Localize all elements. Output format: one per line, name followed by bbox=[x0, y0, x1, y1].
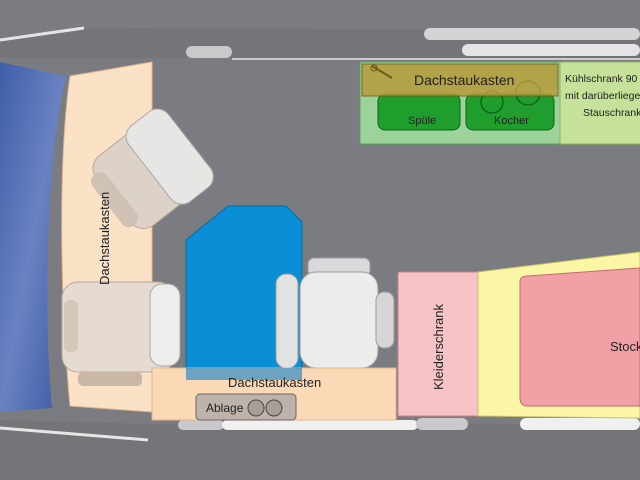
door-rail bbox=[222, 420, 418, 430]
cup-holder bbox=[265, 399, 283, 417]
door-rail bbox=[520, 418, 640, 430]
faucet-icon bbox=[370, 64, 378, 72]
van-roof-bottom bbox=[0, 420, 640, 480]
roof-box-front-label: Dachstaukasten bbox=[97, 192, 112, 285]
wardrobe bbox=[397, 271, 479, 417]
storage-shelf-label: Ablage bbox=[206, 401, 244, 415]
sink-label: Spüle bbox=[408, 115, 436, 127]
roof-rail bbox=[424, 28, 640, 40]
stove-label: Kocher bbox=[494, 115, 529, 127]
cab-edge bbox=[0, 26, 85, 42]
door-rail bbox=[416, 418, 468, 430]
wardrobe-label: Kleiderschrank bbox=[431, 304, 446, 390]
bed-label: Stock bbox=[610, 339, 640, 354]
mattress bbox=[519, 267, 640, 407]
fridge-label-line3: Stauschrank bbox=[583, 107, 640, 119]
driver-seat bbox=[61, 281, 181, 386]
cab-edge bbox=[0, 426, 149, 442]
faucet-icon bbox=[371, 65, 393, 79]
passenger-seat bbox=[90, 108, 214, 230]
windshield bbox=[0, 62, 66, 412]
fridge-label-line1: Kühlschrank 90 L bbox=[565, 73, 640, 85]
roof-box-kitchen-label: Dachstaukasten bbox=[414, 72, 514, 88]
roof-rail bbox=[186, 46, 232, 58]
door-rail bbox=[178, 420, 224, 430]
roof-rail bbox=[462, 44, 640, 56]
fridge-label-line2: mit darüberliegendem bbox=[565, 90, 640, 102]
rear-seat bbox=[275, 257, 395, 369]
roof-box-center-label: Dachstaukasten bbox=[228, 375, 321, 390]
fridge bbox=[559, 61, 640, 145]
table-edge bbox=[186, 368, 302, 380]
roof-box-kitchen bbox=[361, 63, 559, 97]
cup-holder bbox=[247, 399, 265, 417]
